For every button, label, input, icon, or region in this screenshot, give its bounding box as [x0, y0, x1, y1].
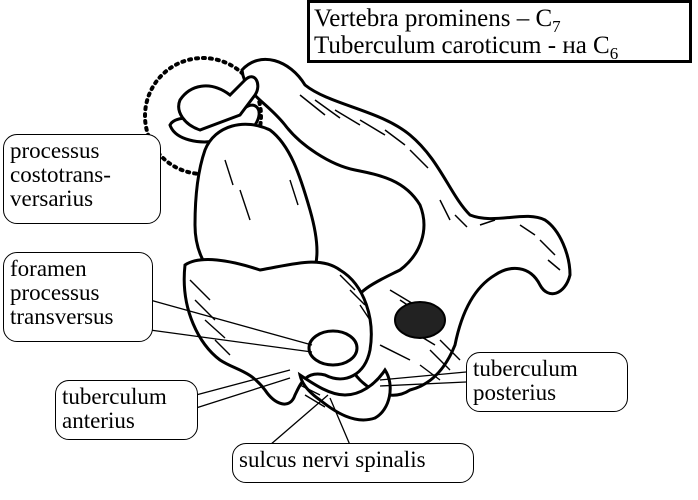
label-foramen-processus-transversus: foramen processus transversus: [3, 252, 153, 342]
title-box: Vertebra prominens – C7 Tuberculum carot…: [307, 0, 692, 63]
label-line: foramen: [10, 256, 87, 281]
leader-lines: [149, 299, 467, 446]
title-line-1-text: Vertebra prominens – C: [314, 5, 553, 32]
vertebral-arch: [240, 57, 572, 397]
leader-sulcus-left: [269, 394, 329, 446]
leader-sulcus-right: [329, 397, 351, 446]
label-line: costotrans-: [10, 162, 111, 187]
dark-cavity: [394, 301, 446, 339]
leader-foramen: [149, 299, 313, 346]
sulcus-shading: [297, 367, 392, 422]
label-line: sulcus nervi spinalis: [239, 447, 426, 472]
title-line-2-subscript: 6: [609, 44, 619, 63]
label-line: transversus: [10, 304, 114, 329]
label-line: tuberculum: [473, 356, 578, 381]
leader-tuberculum-anterius-lower: [195, 377, 291, 409]
label-processus-costotransversarius: processus costotrans- versarius: [3, 134, 161, 224]
process-cap: [177, 75, 260, 132]
title-line-1-subscript: 7: [552, 17, 561, 36]
label-tuberculum-posterius: tuberculum posterius: [466, 352, 628, 412]
label-line: processus: [10, 138, 100, 163]
title-line-2: Tuberculum caroticum - на C6: [314, 32, 689, 62]
title-line-1: Vertebra prominens – C7: [314, 5, 689, 35]
foramen-opening: [307, 329, 359, 367]
leader-tuberculum-posterius-lower: [379, 381, 467, 387]
leader-foramen-lower: [149, 329, 313, 353]
label-line: posterius: [473, 380, 557, 405]
title-line-2-text: Tuberculum caroticum - на C: [314, 32, 610, 59]
body-hatching: [189, 159, 461, 408]
leader-tuberculum-posterius: [379, 371, 467, 381]
label-sulcus-nervi-spinalis: sulcus nervi spinalis: [232, 443, 474, 483]
label-line: anterius: [62, 408, 135, 433]
transverse-process: [182, 258, 373, 406]
label-line: processus: [10, 280, 100, 305]
label-line: tuberculum: [62, 384, 167, 409]
label-tuberculum-anterius: tuberculum anterius: [55, 380, 198, 440]
label-line: versarius: [10, 186, 94, 211]
leader-tuberculum-anterius: [195, 369, 291, 396]
